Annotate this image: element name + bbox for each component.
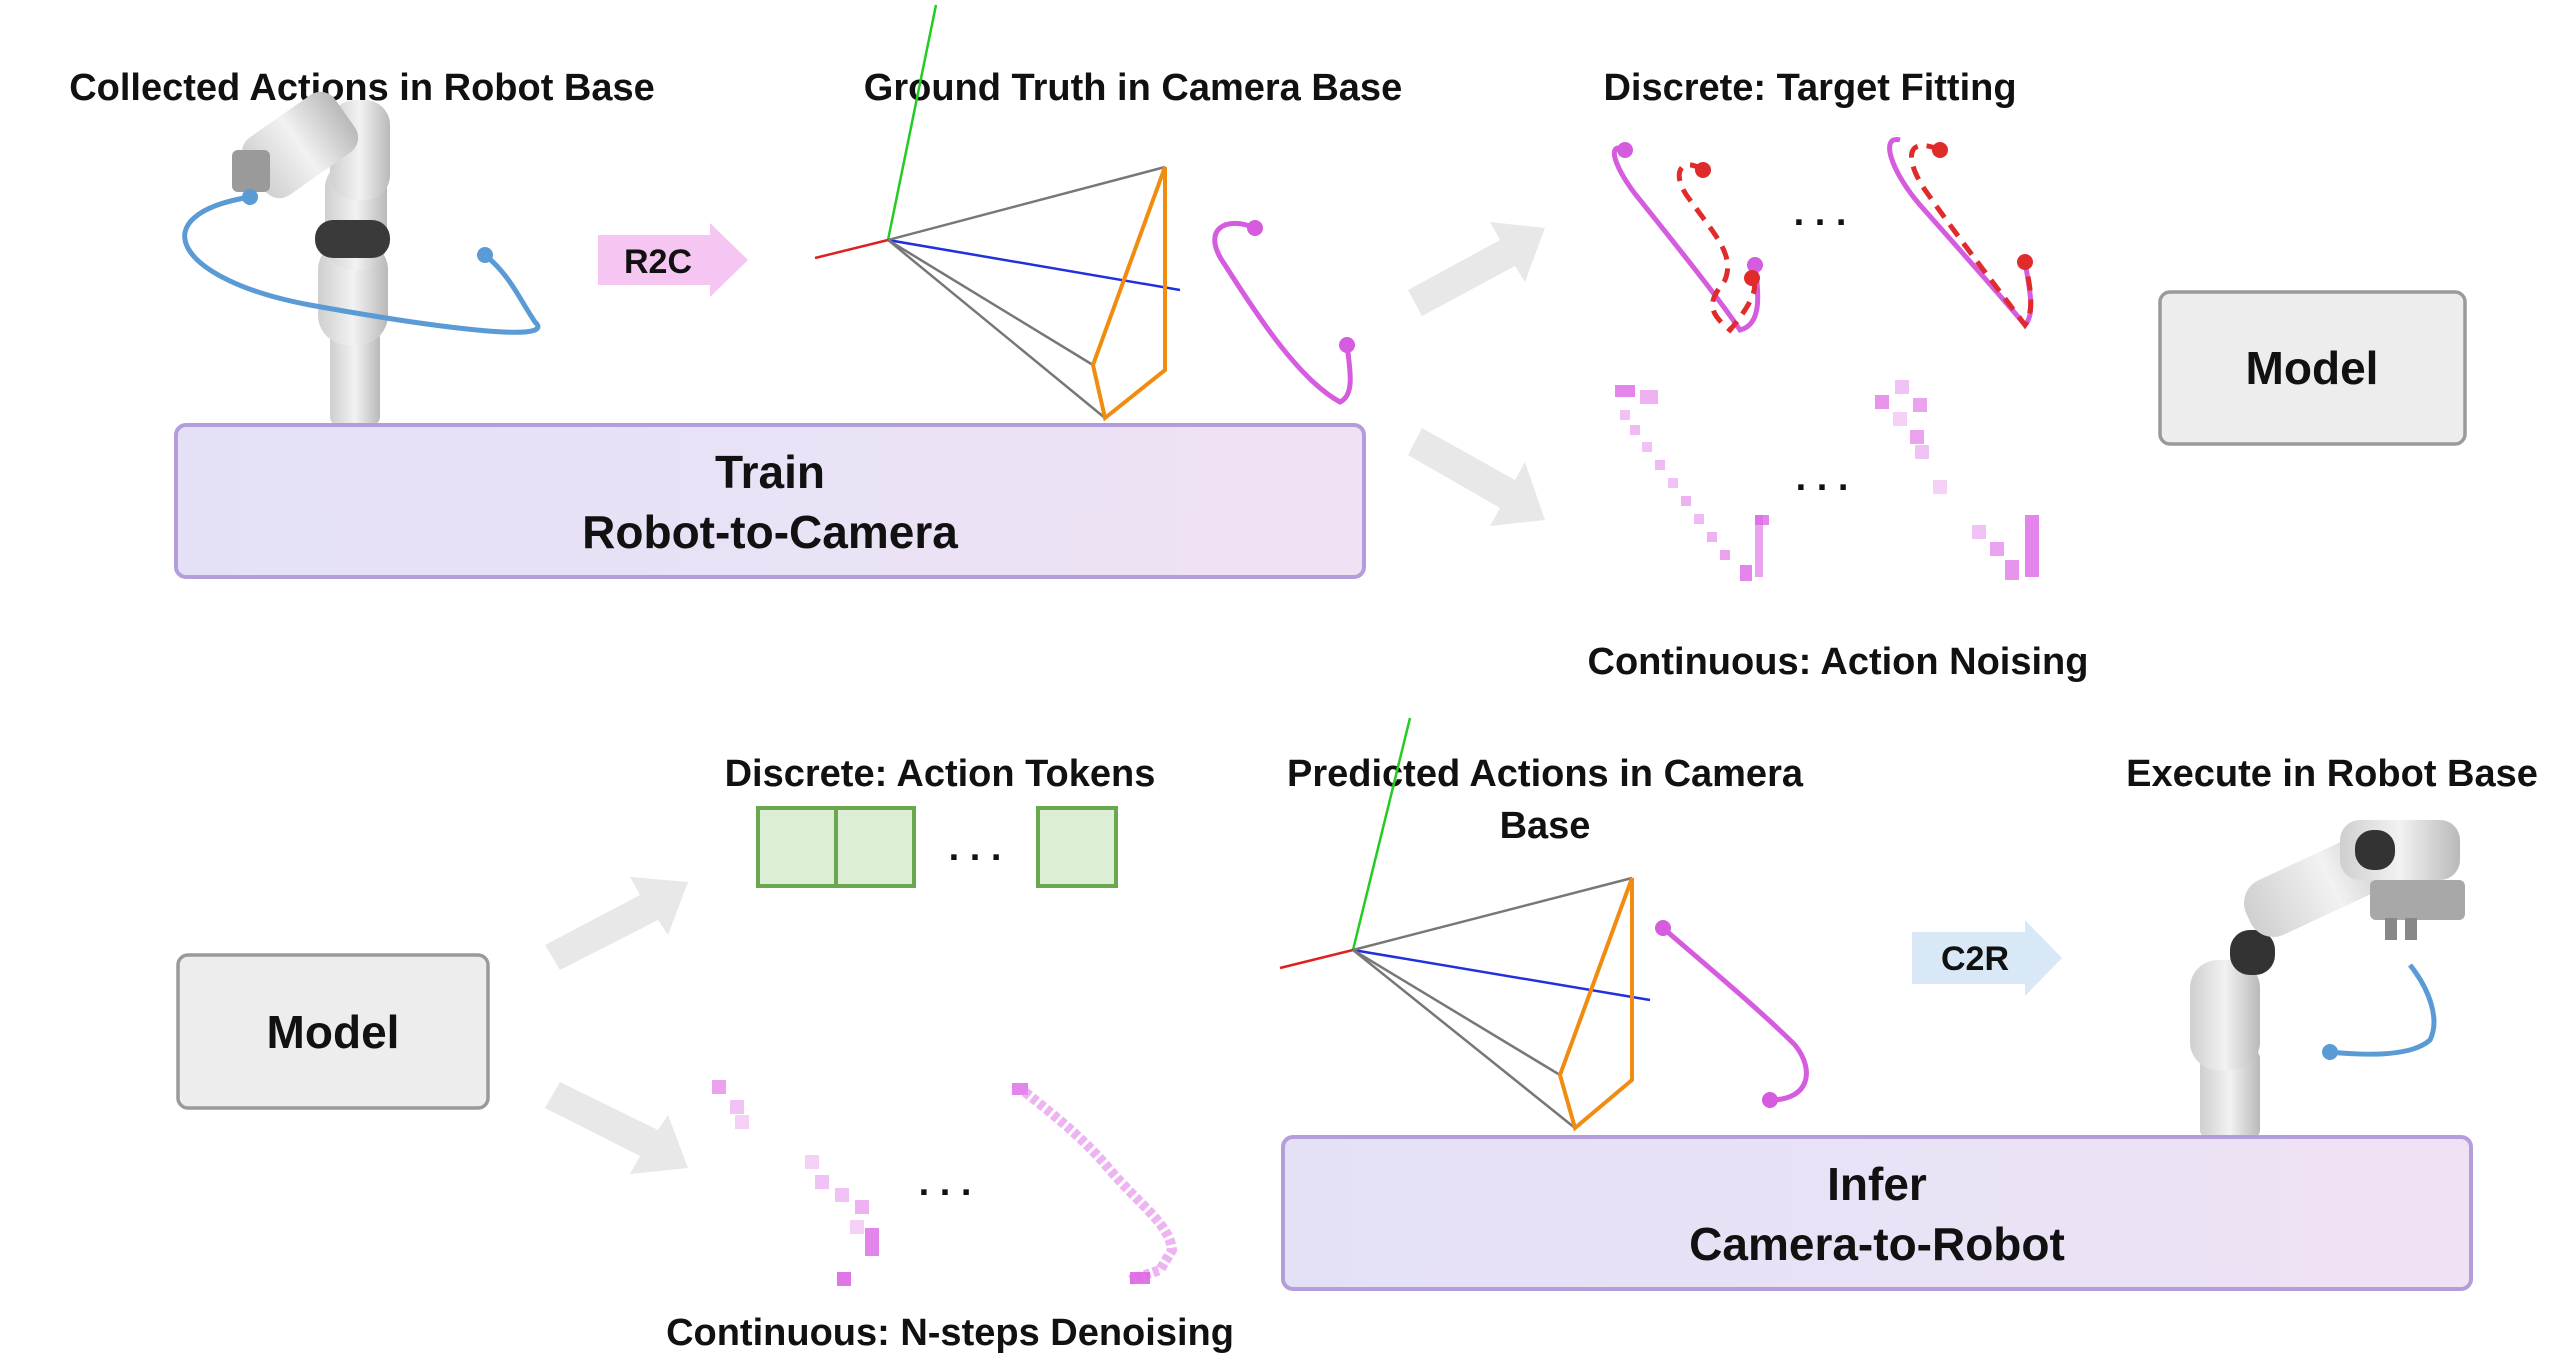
- predicted-title-line2: Base: [1500, 805, 1591, 847]
- train-sublabel: Robot-to-Camera: [582, 506, 958, 558]
- noised-trajectory-2: [1875, 380, 2039, 580]
- camera-frustum-icon: [814, 4, 1181, 422]
- r2c-label: R2C: [624, 243, 692, 281]
- denoising-trajectory-2: [1012, 1083, 1178, 1285]
- discrete-tokens-title: Discrete: Action Tokens: [725, 753, 1156, 795]
- noised-trajectory-1: [1615, 385, 1769, 581]
- ground-truth-title: Ground Truth in Camera Base: [864, 67, 1402, 109]
- camera-trajectory-top: [1212, 220, 1355, 405]
- predicted-trajectory: [1655, 920, 1809, 1108]
- gray-arrow-to-denoising: [545, 1082, 688, 1174]
- token-1: [756, 806, 838, 888]
- c2r-arrow: C2R: [1912, 920, 2062, 996]
- infer-sublabel: Camera-to-Robot: [1689, 1218, 2065, 1270]
- gray-arrow-lower: [1408, 428, 1545, 526]
- train-box: Train Robot-to-Camera: [174, 423, 1366, 579]
- token-2: [834, 806, 916, 888]
- c2r-label: C2R: [1941, 940, 2009, 978]
- ellipsis-fit: . . .: [1794, 192, 1847, 234]
- robot-trajectory-bottom: [2322, 963, 2437, 1060]
- infer-box: Infer Camera-to-Robot: [1281, 1135, 2473, 1291]
- train-label: Train: [715, 446, 825, 498]
- continuous-denoising-title: Continuous: N-steps Denoising: [666, 1312, 1234, 1354]
- robot-arm-icon: [232, 91, 390, 425]
- execute-title: Execute in Robot Base: [2126, 753, 2538, 795]
- action-tokens: [756, 806, 1118, 888]
- robot-arm-icon-bottom: [2190, 820, 2465, 1138]
- ellipsis-tokens: . . .: [949, 827, 1002, 869]
- ellipsis-denoise: . . .: [919, 1162, 972, 1204]
- model-box-top: Model: [2158, 290, 2467, 446]
- gray-arrow-upper: [1408, 222, 1545, 316]
- r2c-arrow: R2C: [598, 223, 748, 297]
- camera-frustum-icon-bottom: [1279, 717, 1651, 1132]
- model-label-bottom: Model: [267, 1006, 400, 1058]
- model-box-bottom: Model: [176, 953, 490, 1110]
- gray-arrow-to-tokens: [545, 877, 688, 970]
- token-n: [1036, 806, 1118, 888]
- target-fit-curve-2: [1887, 137, 2034, 330]
- discrete-fitting-title: Discrete: Target Fitting: [1603, 67, 2016, 109]
- infer-label: Infer: [1827, 1158, 1927, 1210]
- continuous-noising-title: Continuous: Action Noising: [1588, 641, 2089, 683]
- denoising-trajectory-1: [712, 1080, 879, 1286]
- model-label-top: Model: [2246, 342, 2379, 394]
- ellipsis-noise: . . .: [1796, 457, 1849, 499]
- robot-trajectory-top: [182, 189, 541, 335]
- predicted-title-line1: Predicted Actions in Camera: [1287, 753, 1804, 795]
- target-fit-curve-1: [1611, 142, 1763, 334]
